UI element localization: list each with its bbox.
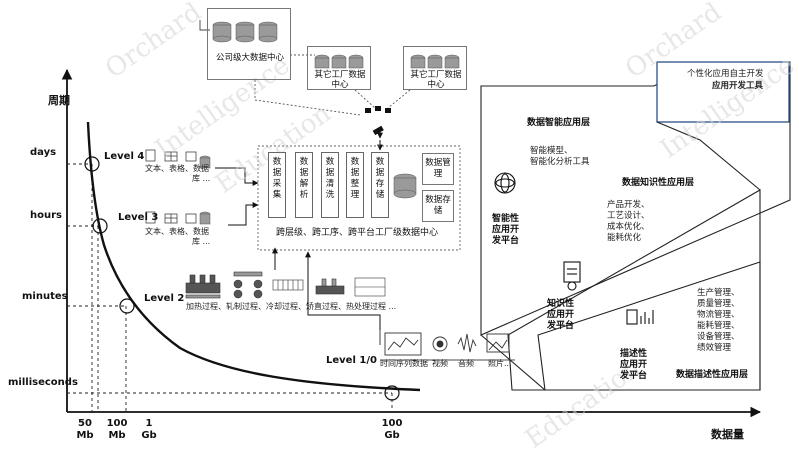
level1-label: Level 1/0 bbox=[326, 355, 377, 366]
x-axis-title: 数据量 bbox=[711, 428, 744, 441]
level3-label: Level 3 bbox=[118, 212, 159, 223]
intel-item: 智能化分析工具 bbox=[530, 157, 590, 167]
desc-layer-title: 数据描述性应用层 bbox=[676, 370, 749, 380]
level4-desc: 库 ... bbox=[192, 174, 211, 183]
marker-hours bbox=[92, 218, 108, 234]
desc-item: 能耗管理、 bbox=[697, 321, 740, 331]
level4-label: Level 4 bbox=[104, 151, 145, 162]
pipeline-step: 数据解析 bbox=[295, 152, 313, 218]
know-platform: 知识性应用开发平台 bbox=[547, 299, 575, 331]
level1-item: 视频 bbox=[432, 359, 448, 368]
pipeline-step: 数据采集 bbox=[268, 152, 286, 218]
know-item: 工艺设计、 bbox=[607, 211, 650, 221]
know-item: 产品开发、 bbox=[607, 200, 650, 210]
other-datacenter: 其它工厂数据中心 bbox=[403, 46, 467, 90]
level4-desc: 文本、表格、数据 bbox=[145, 164, 209, 173]
desc-item: 绩效管理 bbox=[697, 343, 732, 353]
document-table-icon bbox=[145, 149, 197, 224]
data-storage: 数据存储 bbox=[422, 190, 454, 222]
level2-label: Level 2 bbox=[144, 293, 185, 304]
database-icon bbox=[199, 21, 460, 225]
marker-days bbox=[84, 156, 100, 172]
level1-item: 时间序列数据 bbox=[380, 359, 428, 368]
pipeline-step: 数据整理 bbox=[346, 152, 364, 218]
other-datacenter: 其它工厂数据中心 bbox=[307, 46, 371, 90]
desc-platform: 描述性应用开发平台 bbox=[620, 349, 648, 381]
desc-item: 设备管理、 bbox=[697, 332, 740, 342]
know-item: 成本优化、 bbox=[607, 222, 650, 232]
level2-processes: 加热过程、轧制过程、冷却过程、矫直过程、热处理过程 ... bbox=[186, 302, 397, 311]
y-axis-title: 周期 bbox=[48, 94, 70, 107]
level1-item: 照片... bbox=[488, 359, 512, 368]
marker-minutes bbox=[119, 298, 135, 314]
desc-item: 质量管理、 bbox=[697, 299, 740, 309]
y-tick-label: minutes bbox=[22, 291, 68, 302]
datacenter-links bbox=[254, 54, 411, 116]
know-item: 能耗优化 bbox=[607, 233, 642, 243]
custom-dev-tool: 应用开发工具 bbox=[712, 81, 764, 91]
pipeline-step: 数据存储 bbox=[371, 152, 389, 218]
custom-dev-label: 个性化应用自主开发 bbox=[687, 69, 764, 79]
pipeline-frame bbox=[257, 145, 461, 251]
know-layer-title: 数据知识性应用层 bbox=[622, 178, 695, 188]
custom-dev-box bbox=[656, 61, 790, 123]
y-tick-label: hours bbox=[30, 210, 62, 221]
platform-icons bbox=[494, 172, 654, 325]
level3-desc: 库 ... bbox=[192, 237, 211, 246]
application-layers-overlay bbox=[480, 121, 761, 391]
pipeline-step: 数据清洗 bbox=[321, 152, 339, 218]
desc-item: 生产管理、 bbox=[697, 288, 740, 298]
y-tick-label: days bbox=[30, 147, 57, 158]
company-datacenter: 公司级大数据中心 bbox=[207, 8, 291, 80]
level1-item: 音频 bbox=[458, 359, 474, 368]
sensor-icons bbox=[384, 332, 510, 356]
intel-layer-title: 数据智能应用层 bbox=[527, 118, 591, 128]
data-management: 数据管理 bbox=[422, 153, 454, 185]
level3-desc: 文本、表格、数据 bbox=[145, 227, 209, 236]
intel-platform: 智能性应用开发平台 bbox=[492, 214, 520, 246]
guide-lines bbox=[67, 163, 393, 412]
y-tick-label: milliseconds bbox=[8, 377, 78, 388]
pipeline-caption: 跨层级、跨工序、跨平台工厂级数据中心 bbox=[276, 228, 439, 238]
satellite-icon bbox=[365, 106, 391, 136]
process-icon bbox=[185, 271, 386, 299]
cycle-curve bbox=[86, 121, 421, 392]
marker-ms bbox=[384, 385, 400, 401]
intel-item: 智能模型、 bbox=[530, 146, 573, 156]
desc-item: 物流管理、 bbox=[697, 310, 740, 320]
